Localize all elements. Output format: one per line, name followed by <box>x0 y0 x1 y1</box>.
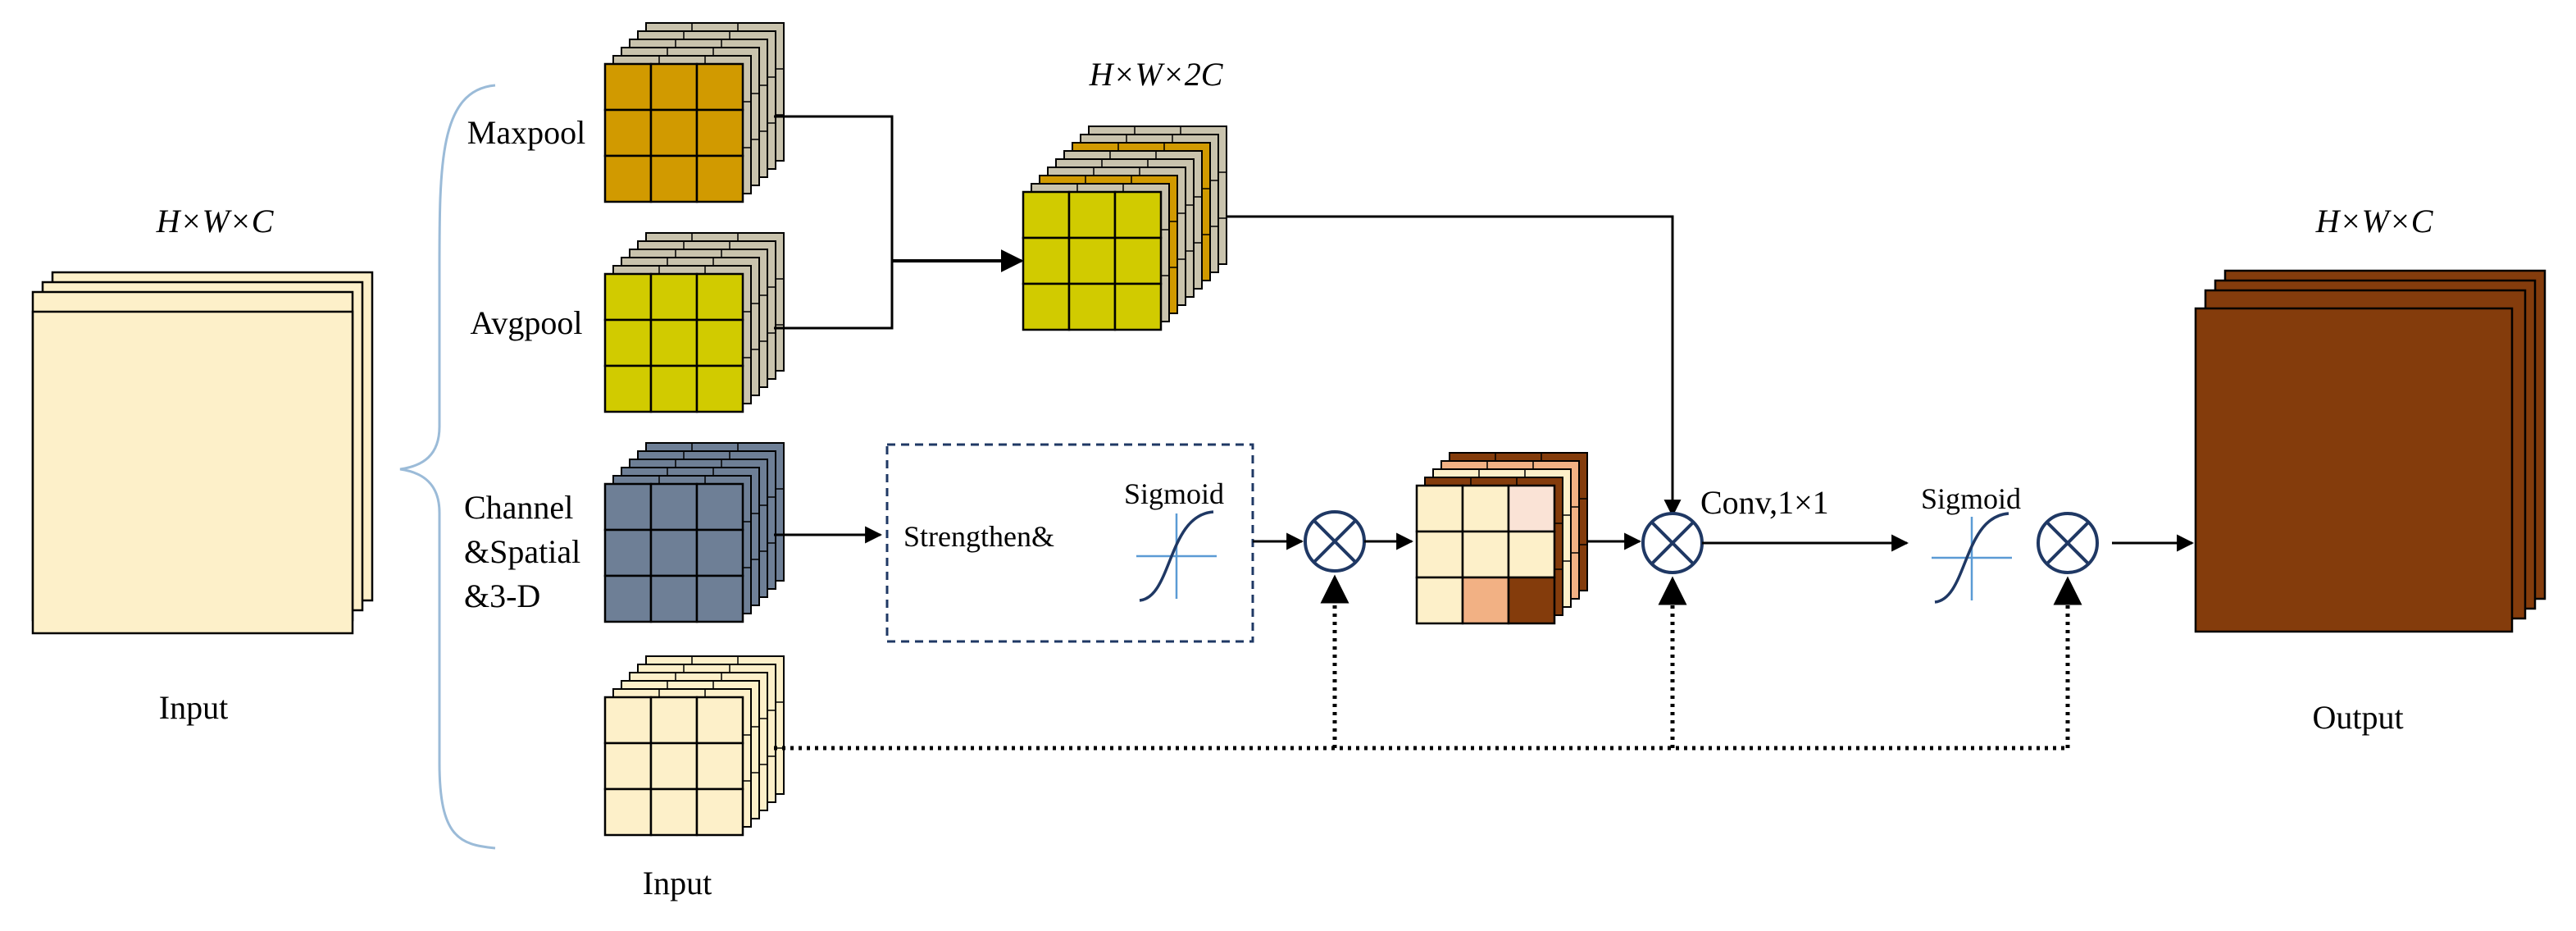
cube-cell <box>1022 282 1071 331</box>
cube-cell <box>1507 576 1556 625</box>
cube-cell <box>695 364 744 413</box>
cube-cell <box>695 528 744 577</box>
strengthen-label: Strengthen& <box>903 520 1054 553</box>
cube-cell <box>649 574 699 623</box>
maxpool-feature-cube <box>603 22 785 203</box>
cube-cell <box>603 696 653 745</box>
cube-cell <box>695 482 744 532</box>
strengthen-box <box>885 443 1254 643</box>
cube-cell <box>695 62 744 112</box>
cube-cell <box>1461 484 1510 533</box>
cube-cell <box>649 742 699 791</box>
cube-cell <box>1113 190 1163 240</box>
cube-cell <box>695 787 744 837</box>
concat-dims-label: H×W×2C <box>1089 56 1224 93</box>
cube-cell <box>649 528 699 577</box>
cube-cell <box>1067 282 1117 331</box>
avgpool-label: Avgpool <box>470 304 582 341</box>
output-label: Output <box>2312 699 2403 736</box>
cube-cell <box>649 62 699 112</box>
cube-cell <box>649 787 699 837</box>
cube-cell <box>603 318 653 367</box>
cube-cell <box>1415 576 1464 625</box>
concat-to-conv-arrow <box>1227 215 1682 518</box>
cube-cell <box>649 272 699 322</box>
multiply-icon <box>2037 512 2099 574</box>
cube-cell <box>603 108 653 157</box>
conv-label: Conv,1×1 <box>1700 484 1829 521</box>
cube-cell <box>695 318 744 367</box>
cube-cell <box>1022 190 1071 240</box>
cube-cell <box>1067 236 1117 285</box>
input-feature-block <box>31 271 374 635</box>
cube-cell <box>1113 282 1163 331</box>
concat-feature-cube <box>1022 126 1227 331</box>
cube-cell <box>649 108 699 157</box>
cube-cell <box>1113 236 1163 285</box>
branch-brace <box>399 84 496 850</box>
multiply-icon <box>1304 510 1366 573</box>
cube-cell <box>695 696 744 745</box>
input-dims-label: H×W×C <box>156 203 275 240</box>
cube-cell <box>649 154 699 203</box>
cube-cell <box>603 364 653 413</box>
cube-cell <box>603 574 653 623</box>
sigmoid-icon <box>1932 512 2012 604</box>
cube-cell <box>1461 576 1510 625</box>
cube-cell <box>603 528 653 577</box>
input-label: Input <box>159 689 228 726</box>
channel-label-line3: &3-D <box>464 577 540 614</box>
cube-cell <box>649 482 699 532</box>
cube-cell <box>695 108 744 157</box>
cube-cell <box>649 318 699 367</box>
cube-cell <box>695 272 744 322</box>
cube-cell <box>1507 484 1556 533</box>
channel-spatial-feature-cube <box>603 442 785 623</box>
cube-cell <box>649 364 699 413</box>
attention-map-cube <box>1415 452 1588 625</box>
input-feature-cube <box>603 655 785 837</box>
cube-cell <box>603 787 653 837</box>
cube-cell <box>1461 530 1510 579</box>
cube-cell <box>603 62 653 112</box>
cube-cell <box>603 272 653 322</box>
cube-cell <box>1022 236 1071 285</box>
cube-cell <box>1067 190 1117 240</box>
multiply-icon <box>1641 512 1704 574</box>
output-dims-label: H×W×C <box>2315 203 2434 240</box>
cube-cell <box>603 154 653 203</box>
cube-cell <box>1415 530 1464 579</box>
cube-cell <box>695 154 744 203</box>
strengthen-sigmoid-label: Sigmoid <box>1124 477 1224 510</box>
avgpool-feature-cube <box>603 232 785 413</box>
cube-cell <box>603 742 653 791</box>
cube-cell <box>1507 530 1556 579</box>
input-small-label: Input <box>643 865 712 901</box>
cube-cell <box>695 574 744 623</box>
sigmoid-icon <box>1136 510 1217 602</box>
cube-cell <box>1415 484 1464 533</box>
maxpool-avgpool-merge-lines <box>774 115 894 330</box>
sigmoid2-label: Sigmoid <box>1921 482 2021 515</box>
maxpool-label: Maxpool <box>467 114 585 151</box>
output-feature-block <box>2194 269 2546 633</box>
cube-cell <box>649 696 699 745</box>
channel-label-line2: &Spatial <box>464 533 580 570</box>
cube-cell <box>603 482 653 532</box>
cube-cell <box>695 742 744 791</box>
channel-label-line1: Channel <box>464 489 573 526</box>
